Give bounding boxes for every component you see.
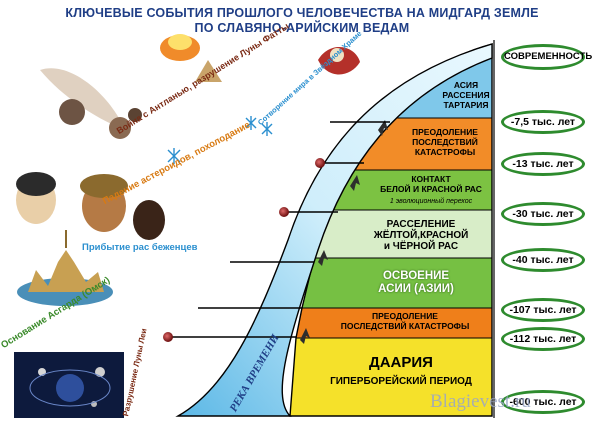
snowflake-icon <box>167 116 273 164</box>
date-30k: -30 тыс. лет <box>501 202 585 226</box>
illustration-explosion <box>160 34 222 82</box>
date-107k: -107 тыс. лет <box>501 298 585 322</box>
epoch-sub-daaria: ГИПЕРБОРЕЙСКИЙ ПЕРИОД <box>330 376 472 387</box>
illustration-city <box>17 230 113 306</box>
date-13k: -13 тыс. лет <box>501 152 585 176</box>
watermark: Blagievest.ru <box>430 391 531 412</box>
epoch-band-asia-development <box>302 258 492 308</box>
river-of-time <box>175 43 493 417</box>
epoch-label-asia: АСИЯ РАССЕНИЯ ТАРТАРИЯ <box>442 80 490 110</box>
epoch-band-daaria <box>290 338 492 416</box>
illustration-races <box>16 172 165 240</box>
title-line-1: КЛЮЧЕВЫЕ СОБЫТИЯ ПРОШЛОГО ЧЕЛОВЕЧЕСТВА Н… <box>65 6 539 20</box>
river-arrows <box>300 120 388 344</box>
epoch-label-catastrophe-2: ПРЕОДОЛЕНИЕ ПОСЛЕДСТВИЙ КАТАСТРОФЫ <box>340 311 470 331</box>
event-dots <box>163 158 325 342</box>
epoch-label-asia-development: ОСВОЕНИЕ АСИИ (АЗИИ) <box>378 270 454 295</box>
illustration-moons <box>14 352 124 418</box>
epoch-label-daaria: ДААРИЯ <box>369 354 433 371</box>
date-present: СОВРЕМЕННОСТЬ <box>501 44 592 70</box>
epoch-bands <box>289 43 493 417</box>
page-title: КЛЮЧЕВЫЕ СОБЫТИЯ ПРОШЛОГО ЧЕЛОВЕЧЕСТВА Н… <box>0 6 604 36</box>
event-refugee-races: Прибытие рас беженцев <box>82 242 198 253</box>
date-600k: -600 тыс. лет <box>501 390 585 414</box>
epoch-band-contact <box>330 170 492 210</box>
date-112k: -112 тыс. лет <box>501 327 585 351</box>
date-7-5k: -7,5 тыс. лет <box>501 110 585 134</box>
epoch-sub-contact: 1 эволюционный перехос <box>389 198 473 205</box>
illustration-asteroids <box>40 68 142 139</box>
date-40k: -40 тыс. лет <box>501 248 585 272</box>
epoch-band-catastrophe-1 <box>352 118 492 170</box>
epoch-label-contact: КОНТАКТ БЕЛОЙ И КРАСНОЙ РАС <box>380 174 482 194</box>
illustration-temple <box>318 47 360 75</box>
title-line-2: ПО СЛАВЯНО-АРИЙСКИМ ВЕДАМ <box>194 21 410 35</box>
epoch-band-settlement <box>314 210 492 258</box>
event-connectors <box>168 121 390 338</box>
epoch-label-catastrophe-1: ПРЕОДОЛЕНИЕ ПОСЛЕДСТВИЙ КАТАСТРОФЫ <box>412 127 478 157</box>
epoch-label-settlement: РАССЕЛЕНИЕ ЖЁЛТОЙ,КРАСНОЙ и ЧЁРНОЙ РАС <box>373 219 469 252</box>
epoch-band-catastrophe-2 <box>296 308 492 338</box>
